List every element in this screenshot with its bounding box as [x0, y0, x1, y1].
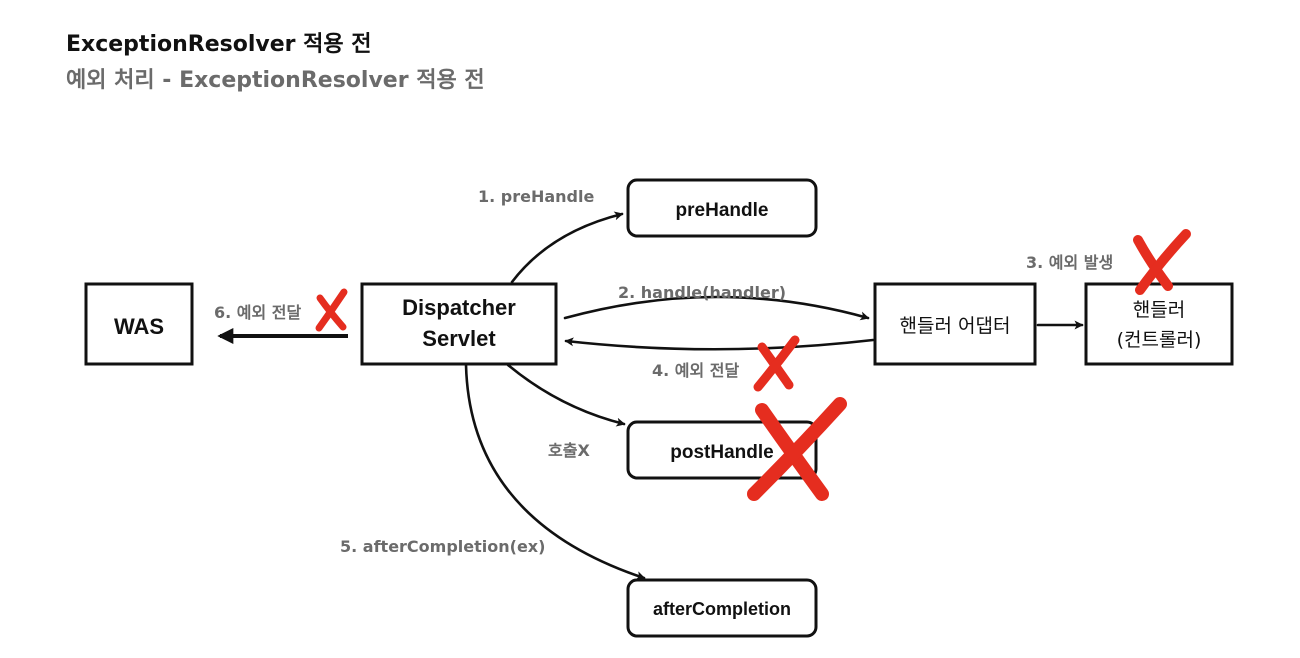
- handler-adapter-label: 핸들러 어댑터: [900, 315, 1011, 337]
- aftercompletion-box: [626, 578, 818, 638]
- was-label: WAS: [114, 314, 164, 339]
- step2-label: 2. handle(handler): [618, 283, 786, 302]
- page-title: ExceptionResolver 적용 전: [66, 32, 372, 57]
- x-mark-icon-posthandle: [747, 397, 847, 501]
- arrow-posthandle: [506, 363, 626, 427]
- x-mark-icon-step4: [753, 335, 800, 392]
- x-mark-icon-handler: [1133, 229, 1191, 295]
- posthandle-label: postHandle: [670, 442, 773, 463]
- x-mark-icon-step6: [315, 288, 348, 332]
- arrow-exception-return: [564, 337, 875, 351]
- step1-label: 1. preHandle: [478, 187, 594, 206]
- handler-label-line1: 핸들러: [1133, 299, 1185, 321]
- dispatcher-label-line1: Dispatcher: [402, 295, 516, 320]
- handler-label-line2: (컨트롤러): [1117, 329, 1202, 351]
- step6-label: 6. 예외 전달: [214, 303, 302, 322]
- dispatcher-label-line2: Servlet: [422, 326, 496, 351]
- not-called-label: 호출X: [548, 441, 590, 460]
- arrow-handle: [563, 295, 870, 321]
- prehandle-box: [626, 178, 818, 238]
- posthandle-box: [626, 420, 818, 480]
- handler-box: [1084, 282, 1234, 366]
- arrow-prehandle: [510, 211, 624, 284]
- step3-label: 3. 예외 발생: [1026, 253, 1113, 272]
- prehandle-label: preHandle: [676, 200, 769, 221]
- step5-label: 5. afterCompletion(ex): [340, 537, 545, 556]
- dispatcher-servlet-box: [360, 282, 558, 366]
- arrow-aftercompletion: [464, 363, 646, 580]
- aftercompletion-label: afterCompletion: [653, 599, 791, 619]
- page-subtitle: 예외 처리 - ExceptionResolver 적용 전: [66, 68, 485, 93]
- handler-adapter-box: [873, 282, 1037, 366]
- step4-label: 4. 예외 전달: [652, 361, 740, 380]
- was-box: [84, 282, 194, 366]
